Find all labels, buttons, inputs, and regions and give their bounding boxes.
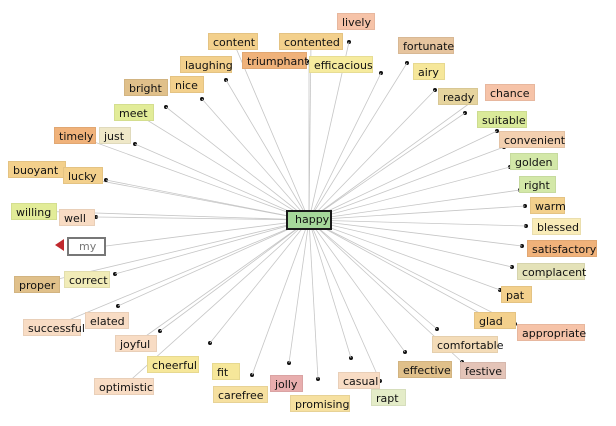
link-line: [308, 219, 438, 330]
word-node[interactable]: rapt: [371, 389, 406, 406]
link-line: [308, 130, 498, 221]
word-node[interactable]: buoyant: [8, 161, 66, 178]
word-node[interactable]: golden: [510, 153, 558, 170]
link-line: [95, 216, 310, 221]
link-line: [133, 111, 310, 221]
link-line: [114, 219, 310, 275]
word-node[interactable]: content: [208, 33, 258, 50]
word-node[interactable]: fortunate: [398, 37, 454, 54]
word-node[interactable]: appropriate: [517, 324, 586, 341]
link-line: [308, 72, 382, 221]
word-node[interactable]: bright: [124, 79, 168, 96]
word-node[interactable]: casual: [338, 372, 380, 389]
word-node[interactable]: optimistic: [94, 378, 154, 395]
word-node[interactable]: convenient: [499, 131, 565, 148]
link-line: [209, 219, 310, 344]
word-node[interactable]: airy: [413, 63, 445, 80]
word-node[interactable]: right: [519, 176, 556, 193]
link-line: [51, 219, 310, 328]
link-line: [308, 102, 471, 221]
link-line: [308, 219, 501, 291]
word-node[interactable]: well: [59, 209, 95, 226]
link-line: [308, 189, 521, 221]
link-line: [135, 219, 310, 344]
word-node[interactable]: ready: [438, 88, 478, 105]
word-node[interactable]: triumphant: [242, 52, 309, 69]
word-node[interactable]: contented: [279, 33, 343, 50]
word-node[interactable]: fit: [212, 363, 240, 380]
link-line: [308, 219, 516, 325]
link-line: [74, 134, 310, 221]
link-line: [308, 219, 527, 227]
word-node[interactable]: suitable: [477, 111, 527, 128]
word-node[interactable]: festive: [460, 362, 506, 379]
word-node[interactable]: carefree: [213, 386, 268, 403]
word-node[interactable]: successful: [23, 319, 85, 336]
link-line: [225, 79, 310, 221]
word-node[interactable]: satisfactory: [527, 240, 597, 257]
word-node[interactable]: lively: [337, 13, 375, 30]
word-node[interactable]: timely: [54, 127, 96, 144]
word-node[interactable]: blessed: [532, 218, 581, 235]
word-node[interactable]: glad: [474, 312, 516, 329]
word-node[interactable]: complacent: [517, 263, 586, 280]
link-line: [232, 40, 310, 221]
link-line: [105, 179, 310, 221]
link-line: [308, 219, 319, 380]
link-line: [288, 219, 310, 364]
center-node[interactable]: happy: [286, 210, 332, 230]
word-node[interactable]: comfortable: [432, 336, 503, 353]
word-node[interactable]: lucky: [63, 167, 103, 184]
link-line: [134, 143, 310, 221]
pointer-arrow-icon: [55, 239, 64, 251]
link-line: [165, 106, 310, 221]
word-node[interactable]: nice: [170, 76, 204, 93]
link-line: [251, 219, 310, 376]
link-line: [308, 205, 526, 221]
word-node[interactable]: effective: [398, 361, 452, 378]
link-line: [105, 219, 310, 247]
word-node[interactable]: just: [99, 127, 131, 144]
link-line: [201, 98, 310, 221]
word-node[interactable]: jolly: [270, 375, 303, 392]
word-node[interactable]: meet: [114, 104, 154, 121]
link-line: [308, 219, 352, 359]
word-node[interactable]: warm: [530, 197, 566, 214]
word-node[interactable]: elated: [85, 312, 129, 329]
word-node[interactable]: cheerful: [147, 356, 199, 373]
link-line: [308, 219, 523, 247]
link-line: [117, 219, 310, 307]
link-line: [308, 112, 466, 221]
link-line: [308, 219, 486, 317]
word-node[interactable]: proper: [14, 276, 60, 293]
word-node[interactable]: laughing: [180, 56, 233, 73]
link-line: [308, 146, 505, 221]
selected-node[interactable]: my: [67, 237, 106, 256]
word-node[interactable]: willing: [11, 203, 57, 220]
link-line: [308, 166, 511, 221]
word-node[interactable]: correct: [64, 271, 110, 288]
word-node[interactable]: joyful: [115, 335, 157, 352]
link-line: [308, 89, 436, 221]
word-node[interactable]: pat: [501, 286, 532, 303]
link-line: [308, 219, 406, 353]
word-node[interactable]: promising: [290, 395, 350, 412]
link-line: [308, 219, 513, 268]
link-line: [159, 219, 310, 332]
word-node[interactable]: chance: [485, 84, 535, 101]
word-node[interactable]: efficacious: [309, 56, 373, 73]
link-line: [308, 62, 408, 221]
link-line: [308, 219, 381, 382]
